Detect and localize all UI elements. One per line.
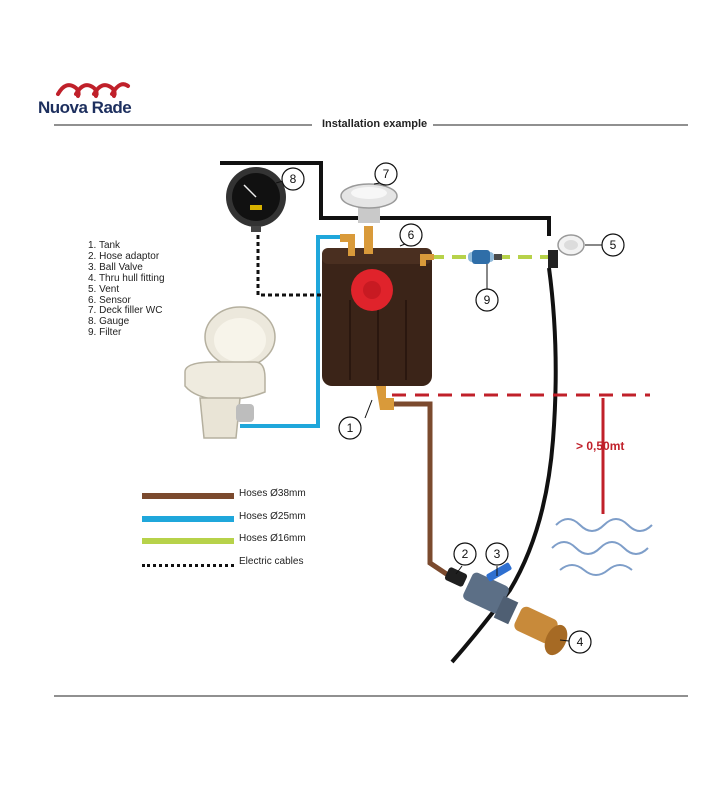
brand-name: Nuova Rade: [38, 98, 132, 117]
sensor-center-icon: [363, 281, 381, 299]
callout-8: 8: [275, 167, 305, 191]
electric-cable-swatch: [142, 563, 234, 567]
hose-legend: Hoses Ø38mm Hoses Ø25mm Hoses Ø16mm Elec…: [142, 487, 322, 577]
callout-label: 8: [290, 172, 297, 186]
tank-icon: [322, 248, 432, 386]
hose-legend-row: Hoses Ø25mm: [142, 510, 322, 533]
waves-icon: [551, 518, 653, 576]
thru-hull-fitting-icon: [514, 606, 568, 656]
callout-label: 2: [462, 547, 469, 561]
electric-cable-line: [256, 228, 350, 297]
hose-38-swatch: [142, 493, 234, 499]
brand-logo: [56, 82, 130, 98]
tank-filler-fitting-icon: [364, 226, 373, 254]
callout-9: 9: [475, 264, 499, 312]
callout-label: 1: [347, 421, 354, 435]
deck-line: [220, 161, 551, 236]
toilet-icon: [184, 306, 276, 439]
hose-25-label: Hoses Ø25mm: [239, 510, 306, 522]
measurement-label: > 0,50mt: [576, 439, 624, 453]
hull-line: [450, 267, 558, 664]
callout-5: 5: [585, 233, 625, 257]
callout-6: 6: [399, 223, 423, 247]
callout-label: 4: [577, 635, 584, 649]
hose-16-label: Hoses Ø16mm: [239, 533, 306, 544]
component-item: 5. Vent: [88, 283, 120, 295]
component-item: 3. Ball Valve: [88, 261, 143, 273]
hose-38-line: [392, 401, 450, 578]
component-item: 1. Tank: [88, 240, 121, 251]
component-item: 7. Deck filler WC: [88, 305, 163, 317]
components-legend: 1. Tank 2. Hose adaptor 3. Ball Valve 4.…: [88, 240, 165, 339]
ball-valve-icon: [463, 562, 519, 625]
component-item: 8. Gauge: [88, 316, 130, 328]
callout-label: 6: [408, 228, 415, 242]
component-item: 2. Hose adaptor: [88, 250, 160, 262]
gauge-icon: [226, 167, 286, 232]
tank-vent-fitting-icon: [420, 254, 434, 266]
tank-outlet-fitting-icon: [376, 386, 394, 410]
hose-adaptor-icon: [444, 567, 468, 587]
callout-label: 9: [484, 293, 491, 307]
callout-1: 1: [338, 399, 373, 440]
hose-38-label: Hoses Ø38mm: [239, 488, 306, 499]
hose-25-line: [240, 235, 345, 428]
component-item: 6. Sensor: [88, 294, 131, 306]
hose-25-swatch: [142, 515, 234, 522]
section-title: Installation example: [322, 118, 428, 130]
callout-label: 5: [610, 238, 617, 252]
hose-legend-row: Hoses Ø16mm: [142, 532, 322, 555]
vent-icon: [548, 234, 585, 268]
deck-filler-icon: [340, 183, 398, 223]
callout-3: 3: [485, 542, 509, 576]
filter-icon: [468, 250, 502, 264]
callout-label: 3: [494, 547, 501, 561]
component-item: 9. Filter: [88, 327, 122, 339]
hose-16-swatch: [142, 538, 234, 544]
electric-cable-label: Electric cables: [239, 555, 304, 567]
callout-label: 7: [383, 167, 390, 181]
callout-7: 7: [373, 162, 398, 186]
hose-legend-row: Electric cables: [142, 555, 322, 578]
tank-inlet-fitting-icon: [340, 234, 355, 256]
hose-legend-row: Hoses Ø38mm: [142, 487, 322, 510]
component-item: 4. Thru hull fitting: [88, 272, 165, 284]
callout-2: 2: [453, 542, 477, 575]
callout-4: 4: [559, 630, 592, 654]
